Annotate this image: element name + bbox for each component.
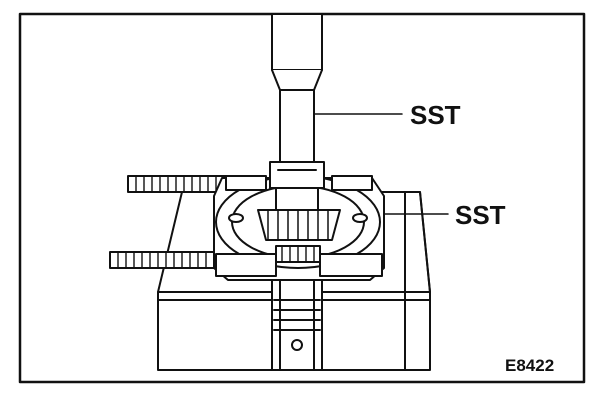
figure-code: E8422	[505, 356, 555, 375]
roller-bearing	[257, 209, 341, 263]
puller-bolt-upper	[127, 175, 241, 193]
press-ram	[269, 13, 325, 211]
callout-label-sst-lower: SST	[455, 200, 506, 230]
puller-bolt-lower	[109, 251, 229, 269]
callout-label-sst-upper: SST	[410, 100, 461, 130]
